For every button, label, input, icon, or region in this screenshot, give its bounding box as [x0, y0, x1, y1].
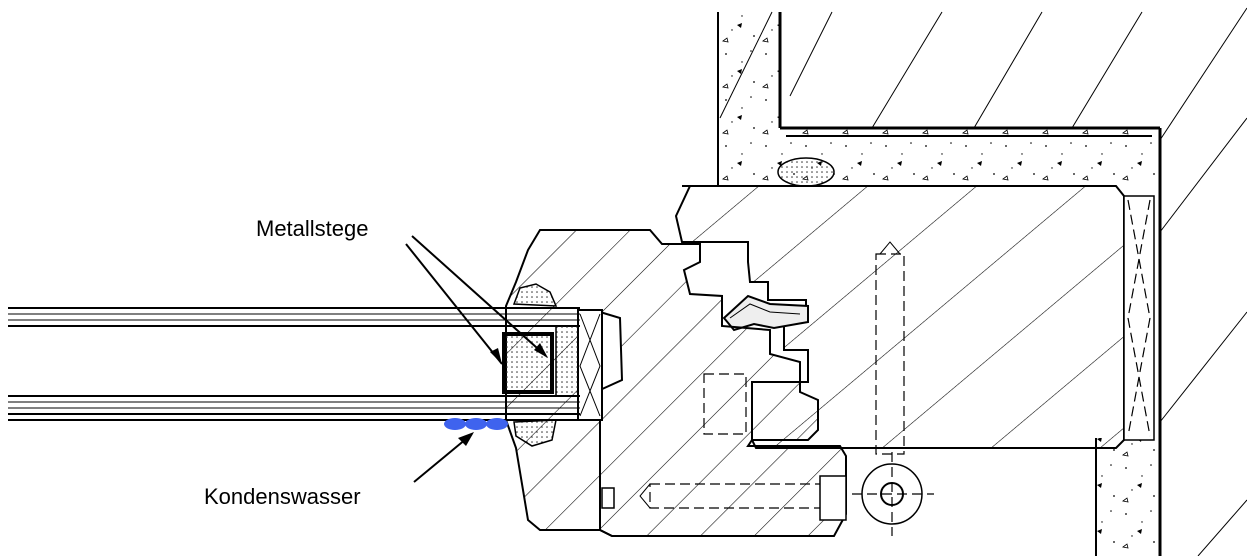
plaster-layer	[718, 12, 1160, 186]
insulating-glass-unit	[8, 307, 580, 421]
window-sash	[505, 229, 847, 537]
edge-seal-stipple	[555, 325, 579, 397]
plaster-layer-lower	[1096, 438, 1160, 556]
label-condensation: Kondenswasser	[204, 484, 361, 509]
fitting-hardware	[639, 241, 934, 536]
glazing-seal-top	[512, 283, 558, 307]
frame-packing	[1123, 195, 1155, 441]
spacer-metal-webs	[502, 332, 554, 394]
masonry-wall-right	[1159, 117, 1247, 556]
callout-condensation: Kondenswasser	[204, 432, 474, 509]
callout-metal-webs: Metallstege	[256, 216, 548, 365]
masonry-wall-upper	[719, 7, 1247, 141]
label-metal-webs: Metallstege	[256, 216, 369, 241]
condensation-drops	[444, 418, 508, 430]
joint-seal-top	[777, 157, 835, 187]
